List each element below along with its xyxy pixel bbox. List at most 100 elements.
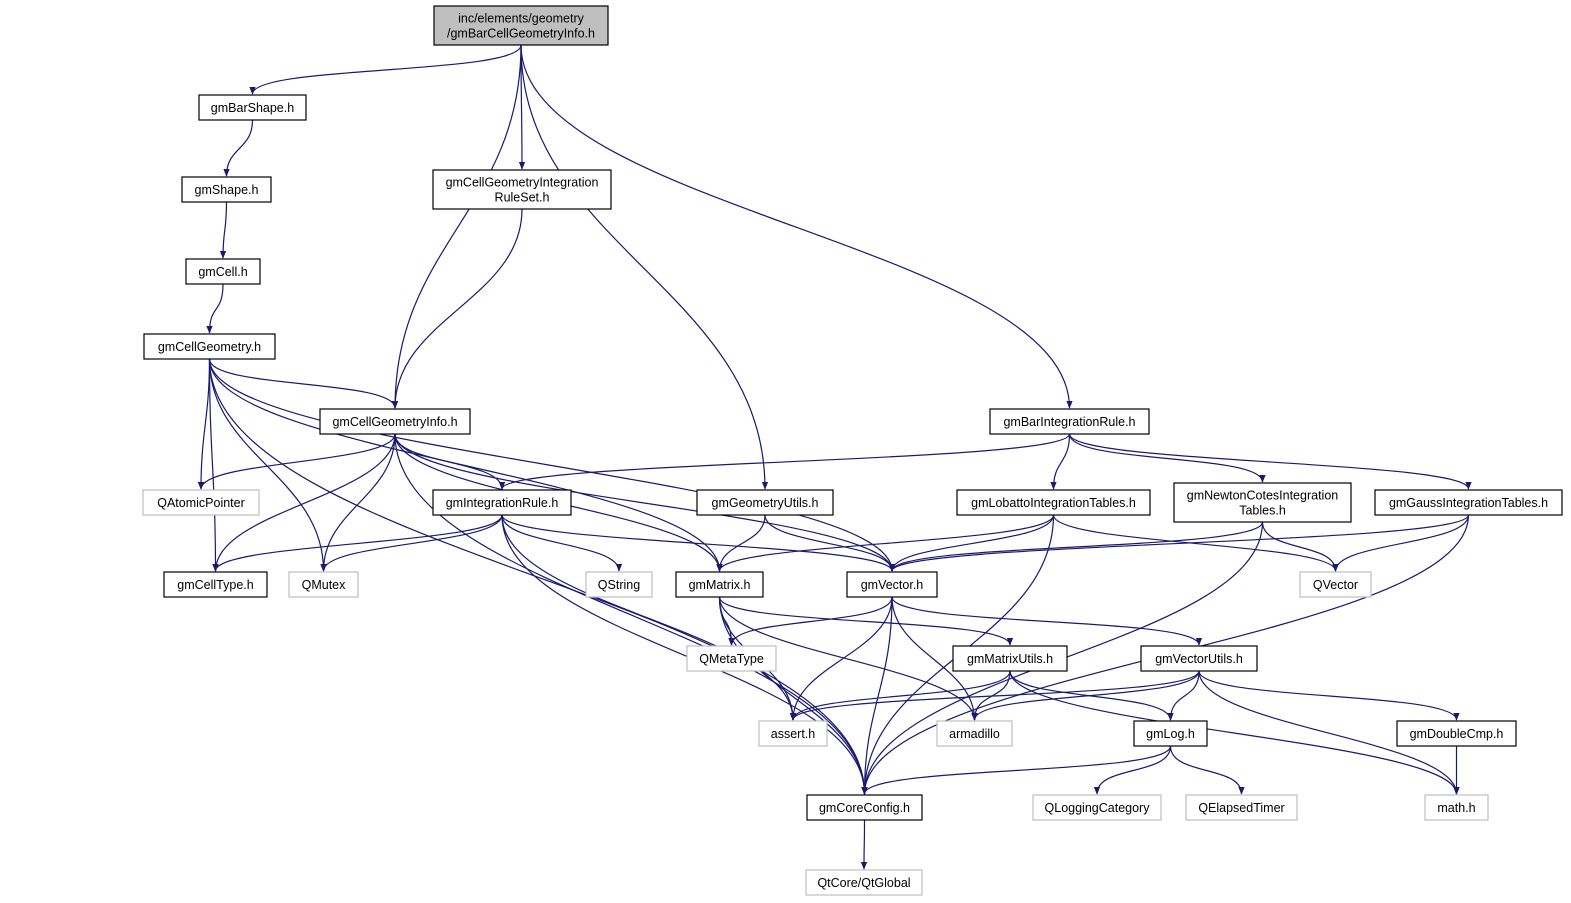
edge-gmBarIntegrationRule-to-gmNewtonCotesIntegrationTables bbox=[1068, 433, 1266, 483]
node-label-gmNewtonCotesIntegrationTables: gmNewtonCotesIntegration bbox=[1187, 489, 1339, 503]
node-label-gmCell: gmCell.h bbox=[198, 265, 247, 279]
node-box-gmLobattoIntegrationTables bbox=[956, 489, 1151, 516]
edge-gmVectorUtils-to-assert bbox=[789, 670, 1200, 721]
node-QAtomicPointer: QAtomicPointer bbox=[142, 489, 260, 516]
node-box-QtGlobal bbox=[805, 869, 923, 896]
node-label-gmCellGeometry: gmCellGeometry.h bbox=[158, 340, 261, 354]
node-math: math.h bbox=[1424, 794, 1489, 821]
edge-gmGaussIntegrationTables-to-QVector bbox=[1332, 514, 1470, 572]
node-gmVectorUtils[interactable]: gmVectorUtils.h bbox=[1140, 645, 1258, 672]
node-gmGeometryUtils[interactable]: gmGeometryUtils.h bbox=[696, 489, 834, 516]
node-gmBarShape[interactable]: gmBarShape.h bbox=[198, 94, 307, 121]
node-label-root: inc/elements/geometry bbox=[458, 12, 585, 26]
node-root[interactable]: inc/elements/geometry/gmBarCellGeometryI… bbox=[433, 5, 609, 46]
edge-gmIntegrationRule-to-gmVector bbox=[501, 514, 896, 572]
node-gmBarIntegrationRule[interactable]: gmBarIntegrationRule.h bbox=[989, 408, 1150, 435]
edge-gmGaussIntegrationTables-to-gmVector bbox=[888, 514, 1470, 572]
edge-gmIntegrationRule-to-gmCellType bbox=[212, 514, 503, 572]
node-box-QElapsedTimer bbox=[1185, 794, 1298, 821]
node-gmGaussIntegrationTables[interactable]: gmGaussIntegrationTables.h bbox=[1374, 489, 1563, 516]
node-box-QMetaType bbox=[686, 645, 777, 672]
node-box-assert bbox=[758, 720, 828, 747]
node-label-gmDoubleCmp: gmDoubleCmp.h bbox=[1410, 727, 1504, 741]
node-box-armadillo bbox=[936, 720, 1013, 747]
node-label-gmNewtonCotesIntegrationTables: Tables.h bbox=[1239, 504, 1286, 518]
node-gmCell[interactable]: gmCell.h bbox=[185, 258, 261, 285]
edge-gmBarIntegrationRule-to-gmIntegrationRule bbox=[498, 433, 1071, 490]
node-box-math bbox=[1424, 794, 1489, 821]
node-box-gmShape bbox=[181, 176, 272, 203]
edge-gmVectorUtils-to-armadillo bbox=[971, 670, 1200, 721]
node-gmIntegrationRule[interactable]: gmIntegrationRule.h bbox=[432, 489, 572, 516]
node-box-QVector bbox=[1299, 571, 1372, 598]
edge-gmLobattoIntegrationTables-to-QVector bbox=[1052, 514, 1339, 572]
node-QVector: QVector bbox=[1299, 571, 1372, 598]
edge-root-to-gmBarIntegrationRule bbox=[520, 44, 1073, 409]
edge-gmCellGeometryIntegrationRuleSet-to-gmCellGeometryInfo bbox=[391, 208, 523, 409]
node-label-QString: QString bbox=[598, 578, 640, 592]
edge-gmCoreConfig-to-QtGlobal bbox=[860, 819, 868, 870]
node-box-QAtomicPointer bbox=[142, 489, 260, 516]
header-nodes: inc/elements/geometry/gmBarCellGeometryI… bbox=[142, 5, 1563, 896]
edge-gmGeometryUtils-to-gmVector bbox=[764, 514, 896, 572]
edge-gmCellGeometry-to-QMutex bbox=[208, 358, 327, 572]
node-box-gmVector bbox=[846, 571, 938, 598]
edge-gmLog-to-gmCoreConfig bbox=[861, 745, 1172, 795]
edge-gmLobattoIntegrationTables-to-gmMatrix bbox=[716, 514, 1055, 572]
node-label-QLoggingCategory: QLoggingCategory bbox=[1045, 801, 1151, 815]
node-assert: assert.h bbox=[758, 720, 828, 747]
edge-gmVector-to-gmVectorUtils bbox=[891, 596, 1203, 646]
node-label-gmCellGeometryIntegrationRuleSet: RuleSet.h bbox=[495, 191, 550, 205]
node-label-gmMatrix: gmMatrix.h bbox=[689, 578, 751, 592]
edge-gmMatrixUtils-to-math bbox=[1009, 670, 1460, 795]
node-box-gmGaussIntegrationTables bbox=[1374, 489, 1563, 516]
node-gmMatrix[interactable]: gmMatrix.h bbox=[675, 571, 764, 598]
edge-gmCellGeometryInfo-to-QAtomicPointer bbox=[197, 433, 396, 490]
node-label-gmCellType: gmCellType.h bbox=[177, 578, 253, 592]
edge-gmCellGeometryInfo-to-QMutex bbox=[320, 433, 396, 572]
node-gmShape[interactable]: gmShape.h bbox=[181, 176, 272, 203]
node-gmCellGeometry[interactable]: gmCellGeometry.h bbox=[143, 333, 276, 360]
node-label-armadillo: armadillo bbox=[949, 727, 1000, 741]
node-box-QString bbox=[585, 571, 653, 598]
node-box-root bbox=[433, 5, 609, 46]
node-label-gmBarShape: gmBarShape.h bbox=[211, 101, 294, 115]
node-QMutex: QMutex bbox=[288, 571, 359, 598]
edge-gmBarShape-to-gmShape bbox=[223, 119, 254, 177]
node-QElapsedTimer: QElapsedTimer bbox=[1185, 794, 1298, 821]
node-gmLobattoIntegrationTables[interactable]: gmLobattoIntegrationTables.h bbox=[956, 489, 1151, 516]
edge-gmIntegrationRule-to-gmCoreConfig bbox=[501, 514, 868, 795]
edge-gmVector-to-armadillo bbox=[891, 596, 978, 721]
edge-gmMatrix-to-gmCoreConfig bbox=[718, 596, 868, 795]
node-box-gmMatrix bbox=[675, 571, 764, 598]
node-label-assert: assert.h bbox=[771, 727, 816, 741]
node-gmCellType[interactable]: gmCellType.h bbox=[163, 571, 268, 598]
node-label-QAtomicPointer: QAtomicPointer bbox=[157, 496, 245, 510]
edge-gmVector-to-QMetaType bbox=[728, 596, 893, 646]
node-label-QVector: QVector bbox=[1313, 578, 1358, 592]
edge-gmCellGeometryInfo-to-gmCoreConfig bbox=[394, 433, 868, 795]
edge-gmVector-to-gmCoreConfig bbox=[861, 596, 893, 795]
node-label-QElapsedTimer: QElapsedTimer bbox=[1198, 801, 1284, 815]
edge-gmIntegrationRule-to-QMutex bbox=[320, 514, 503, 572]
node-gmCoreConfig[interactable]: gmCoreConfig.h bbox=[806, 794, 923, 821]
edge-root-to-gmCellGeometryInfo bbox=[391, 44, 522, 409]
edge-gmLog-to-QElapsedTimer bbox=[1169, 745, 1245, 795]
node-gmVector[interactable]: gmVector.h bbox=[846, 571, 938, 598]
edge-gmLog-to-QLoggingCategory bbox=[1093, 745, 1172, 795]
edge-gmGeometryUtils-to-gmMatrix bbox=[716, 514, 766, 572]
node-gmMatrixUtils[interactable]: gmMatrixUtils.h bbox=[952, 645, 1068, 672]
edge-gmMatrix-to-armadillo bbox=[718, 596, 978, 721]
node-label-gmBarIntegrationRule: gmBarIntegrationRule.h bbox=[1003, 415, 1135, 429]
edge-gmVectorUtils-to-math bbox=[1198, 670, 1460, 795]
edge-gmCellGeometryInfo-to-gmVector bbox=[394, 433, 896, 572]
edge-gmIntegrationRule-to-assert bbox=[501, 514, 797, 721]
node-gmLog[interactable]: gmLog.h bbox=[1133, 720, 1208, 747]
edge-gmBarIntegrationRule-to-gmLobattoIntegrationTables bbox=[1050, 433, 1071, 490]
node-label-gmCellGeometryInfo: gmCellGeometryInfo.h bbox=[332, 415, 457, 429]
node-gmDoubleCmp[interactable]: gmDoubleCmp.h bbox=[1396, 720, 1517, 747]
node-gmCellGeometryInfo[interactable]: gmCellGeometryInfo.h bbox=[319, 408, 471, 435]
